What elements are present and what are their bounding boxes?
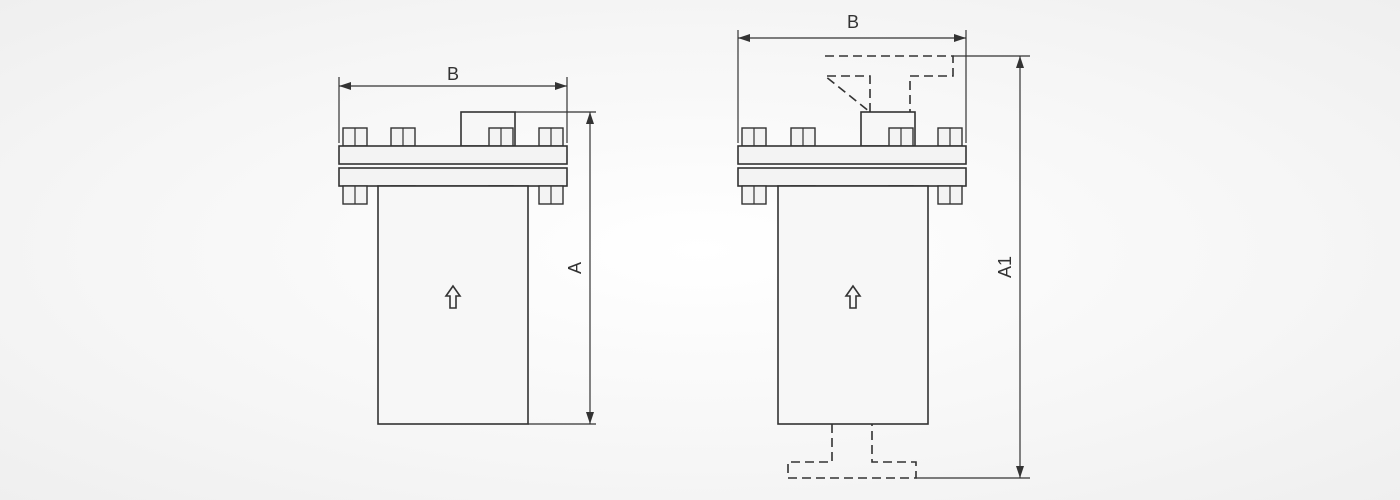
lower-flange bbox=[338, 167, 568, 187]
dimension-b-label: B bbox=[847, 12, 859, 32]
upper-flange bbox=[338, 145, 568, 165]
dimension-b-label: B bbox=[447, 64, 459, 84]
bolts-top-right bbox=[741, 127, 963, 147]
dimension-a-label: A bbox=[565, 262, 585, 274]
optional-bottom-connection bbox=[787, 424, 917, 479]
bolts-top-left bbox=[342, 127, 564, 147]
flow-arrow-icon bbox=[844, 284, 862, 309]
upper-flange bbox=[737, 145, 967, 165]
filter-body bbox=[377, 185, 529, 425]
view-standard: B bbox=[338, 64, 596, 425]
flow-arrow-icon bbox=[444, 284, 462, 309]
lower-flange bbox=[737, 167, 967, 187]
filter-body bbox=[777, 185, 929, 425]
optional-top-connection bbox=[822, 55, 954, 114]
dimension-b-right: B bbox=[737, 12, 967, 143]
dimension-a1-label: A1 bbox=[995, 256, 1015, 278]
view-with-optional-connections: B bbox=[737, 12, 1030, 479]
dimension-b-left: B bbox=[338, 64, 568, 143]
dimension-a1: A1 bbox=[916, 55, 1030, 479]
dimension-a: A bbox=[515, 111, 596, 425]
